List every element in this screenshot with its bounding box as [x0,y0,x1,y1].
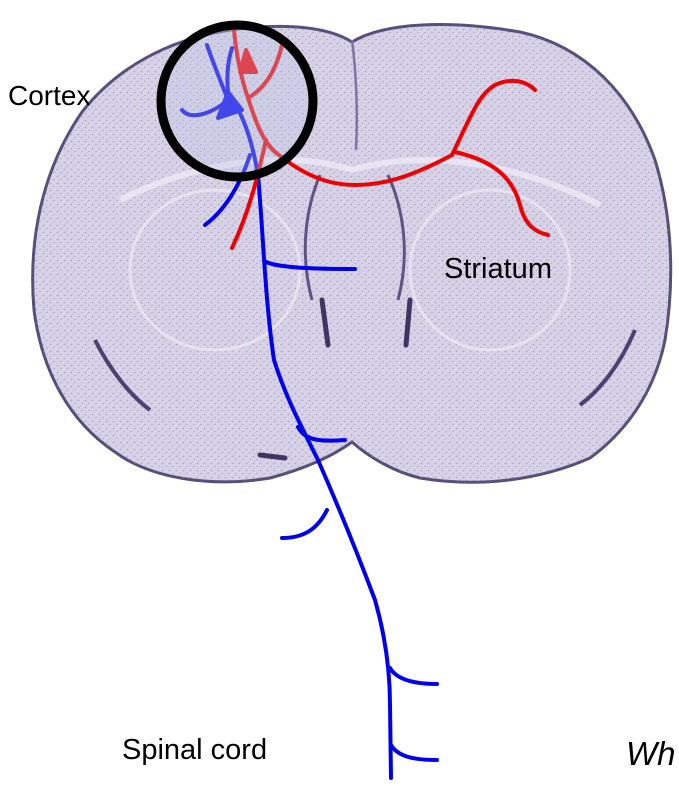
cortex-label: Cortex [8,80,90,112]
brain-tissue [33,25,671,483]
cortex-highlight-circle [161,25,313,177]
blue-spinal-collateral-1 [390,668,437,684]
partial-question-text: Wh [626,735,676,773]
blue-lower-collateral [282,510,327,538]
blue-spinal-collateral-2 [391,745,437,760]
spinal-cord-label: Spinal cord [122,734,267,767]
left-base-spot [260,455,285,458]
striatum-label: Striatum [444,253,552,286]
brain-texture [33,25,671,483]
